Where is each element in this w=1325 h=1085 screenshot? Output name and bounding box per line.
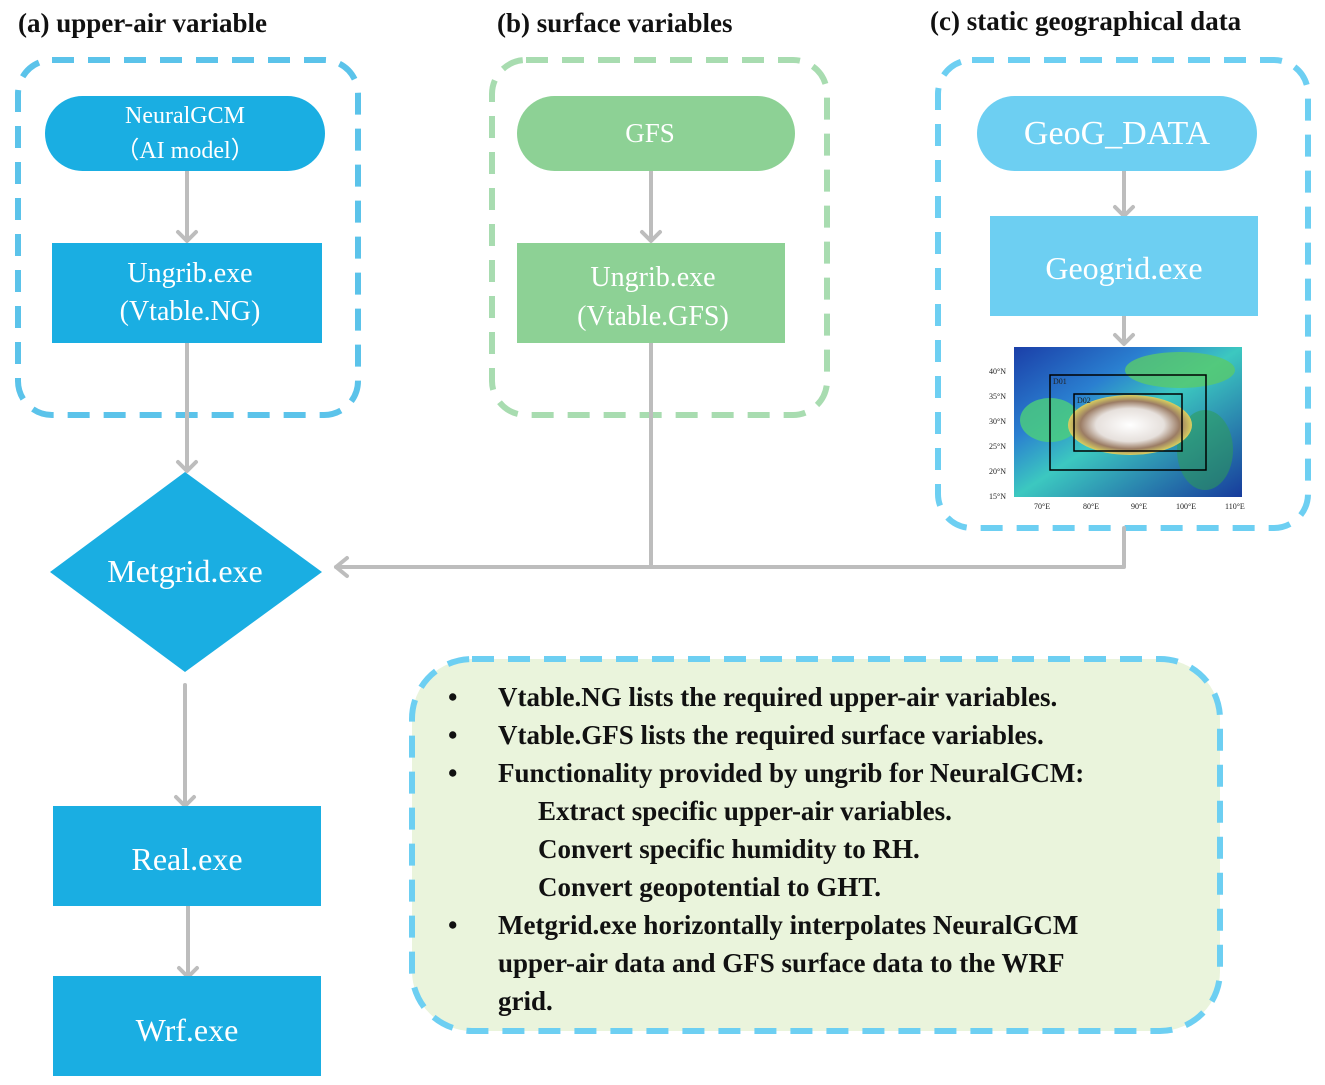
node-ungrib-gfs-sublabel: (Vtable.GFS) <box>577 301 729 332</box>
lon-tick-label: 80°E <box>1083 502 1099 511</box>
tibetan-plateau <box>1068 395 1192 455</box>
note-bullet: Vtable.NG lists the required upper-air v… <box>498 682 1057 712</box>
lon-tick-label: 100°E <box>1176 502 1196 511</box>
note-sub-item: Extract specific upper-air variables. <box>538 796 952 826</box>
node-gfs[interactable]: GFS <box>517 96 795 171</box>
domain-d02-box <box>1073 393 1183 452</box>
note-sub-item: Convert geopotential to GHT. <box>538 872 881 902</box>
node-real-label: Real.exe <box>131 841 242 877</box>
node-neuralgcm-label: NeuralGCM <box>125 103 245 129</box>
panel-b-title: (b) surface variables <box>497 8 732 38</box>
note-sub-item: Convert specific humidity to RH. <box>538 834 920 864</box>
arrowhead-icon <box>176 460 198 473</box>
arrowhead-icon <box>176 230 198 243</box>
note-bullet-continued: upper-air data and GFS surface data to t… <box>498 948 1065 978</box>
domain-label: D02 <box>1077 396 1091 405</box>
note-bullet: Metgrid.exe horizontally interpolates Ne… <box>498 910 1078 940</box>
node-metgrid[interactable]: Metgrid.exe <box>50 472 322 672</box>
group-static-geo <box>935 57 1311 531</box>
node-wrf-label: Wrf.exe <box>136 1012 239 1048</box>
note-bullet: Vtable.GFS lists the required surface va… <box>498 720 1044 750</box>
note-bullet-continued: grid. <box>498 986 553 1016</box>
terrain-map: D01 D02 40°N 35°N 30°N 25°N 20°N 15°N 70… <box>989 347 1245 511</box>
node-ungrib-ng-sublabel: (Vtable.NG) <box>120 296 261 327</box>
node-geogrid[interactable]: Geogrid.exe <box>990 216 1258 316</box>
node-geogrid-label: Geogrid.exe <box>1045 250 1202 286</box>
domain-label: D01 <box>1053 377 1067 386</box>
node-geog-data[interactable]: GeoG_DATA <box>977 96 1257 171</box>
lat-tick-label: 40°N <box>989 367 1006 376</box>
node-ungrib-ng-label: Ungrib.exe <box>127 258 252 289</box>
domain-d01-box <box>1049 374 1207 471</box>
node-metgrid-label: Metgrid.exe <box>107 553 263 589</box>
node-neuralgcm[interactable]: NeuralGCM （AI model） <box>45 96 325 171</box>
lat-tick-label: 35°N <box>989 392 1006 401</box>
bullet-icon: • <box>448 910 457 940</box>
node-neuralgcm-sublabel: （AI model） <box>115 138 254 164</box>
lat-tick-label: 20°N <box>989 467 1006 476</box>
lat-tick-label: 30°N <box>989 417 1006 426</box>
lon-tick-label: 90°E <box>1131 502 1147 511</box>
arrowhead-icon <box>640 230 662 243</box>
connectors <box>174 168 1135 979</box>
node-wrf[interactable]: Wrf.exe <box>53 976 321 1076</box>
panel-a-title: (a) upper-air variable <box>18 8 267 38</box>
bullet-icon: • <box>448 758 457 788</box>
node-geog-data-label: GeoG_DATA <box>1024 115 1211 152</box>
node-gfs-label: GFS <box>625 118 675 148</box>
panel-c-title: (c) static geographical data <box>930 6 1242 36</box>
lon-tick-label: 110°E <box>1225 502 1245 511</box>
node-ungrib-gfs-label: Ungrib.exe <box>590 262 715 293</box>
arrow-to-metgrid <box>334 526 1126 569</box>
bullet-icon: • <box>448 720 457 750</box>
node-ungrib-gfs[interactable]: Ungrib.exe (Vtable.GFS) <box>517 243 785 343</box>
bullet-icon: • <box>448 682 457 712</box>
lat-tick-label: 25°N <box>989 442 1006 451</box>
notes-box: • Vtable.NG lists the required upper-air… <box>409 656 1223 1034</box>
arrowhead-icon <box>1113 333 1135 346</box>
lon-tick-label: 70°E <box>1034 502 1050 511</box>
node-ungrib-ng[interactable]: Ungrib.exe (Vtable.NG) <box>52 243 322 343</box>
group-surface <box>489 57 830 418</box>
note-bullet: Functionality provided by ungrib for Neu… <box>498 758 1084 788</box>
arrowhead-icon <box>334 556 349 578</box>
node-real[interactable]: Real.exe <box>53 806 321 906</box>
lat-tick-label: 15°N <box>989 492 1006 501</box>
